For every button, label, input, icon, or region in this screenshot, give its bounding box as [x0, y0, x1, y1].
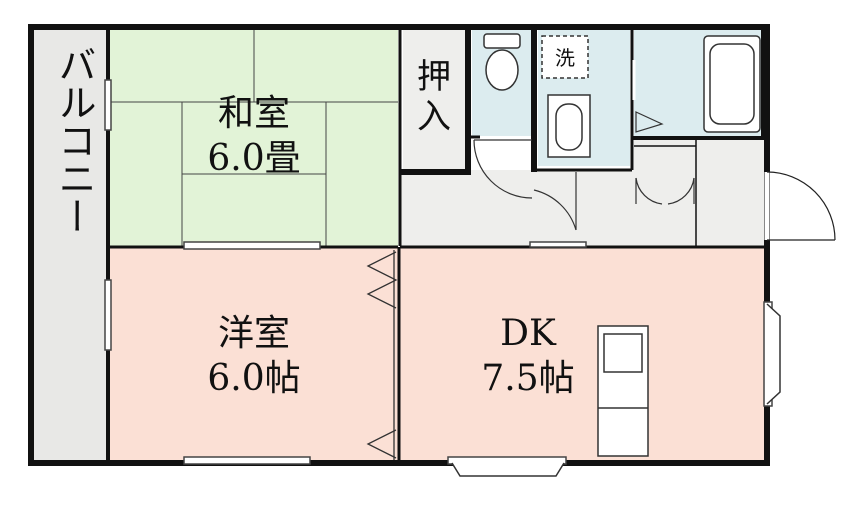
bath-door-mark	[635, 111, 664, 133]
dk-door-marks	[529, 241, 587, 248]
closet-label-1: 押	[417, 57, 451, 97]
dk-floor	[400, 248, 764, 460]
bay-window-bottom	[451, 462, 565, 477]
closet-floor	[403, 30, 467, 170]
youshitsu-floor	[110, 248, 398, 460]
closet-folding-doors	[366, 250, 398, 460]
bathtub-fixture	[703, 35, 761, 133]
washer-label: 洗	[555, 46, 575, 70]
closet-label-2: 入	[417, 97, 451, 137]
balcony-area	[34, 30, 106, 460]
balcony-label: バルコニー	[52, 45, 96, 235]
balcony-windows	[104, 79, 112, 351]
washitsu-name: 和室	[218, 93, 290, 134]
dk-size: 7.5帖	[481, 358, 574, 399]
bay-window-right	[766, 303, 781, 405]
kitchen-counter	[597, 325, 649, 457]
washer-box	[541, 35, 589, 79]
washbasin-fixture	[547, 94, 591, 158]
interior-doors	[473, 139, 695, 231]
tatami-lines	[110, 30, 398, 246]
youshitsu-size: 6.0帖	[207, 358, 300, 399]
youshitsu-name: 洋室	[218, 313, 290, 354]
washitsu-size: 6.0畳	[207, 138, 300, 179]
storage-floor	[634, 140, 764, 246]
balcony-text: バルコニー	[52, 45, 96, 235]
dk-name: DK	[500, 313, 557, 354]
toilet-fixture	[483, 33, 521, 91]
entrance-door	[764, 171, 836, 241]
interior-walls	[108, 27, 767, 463]
